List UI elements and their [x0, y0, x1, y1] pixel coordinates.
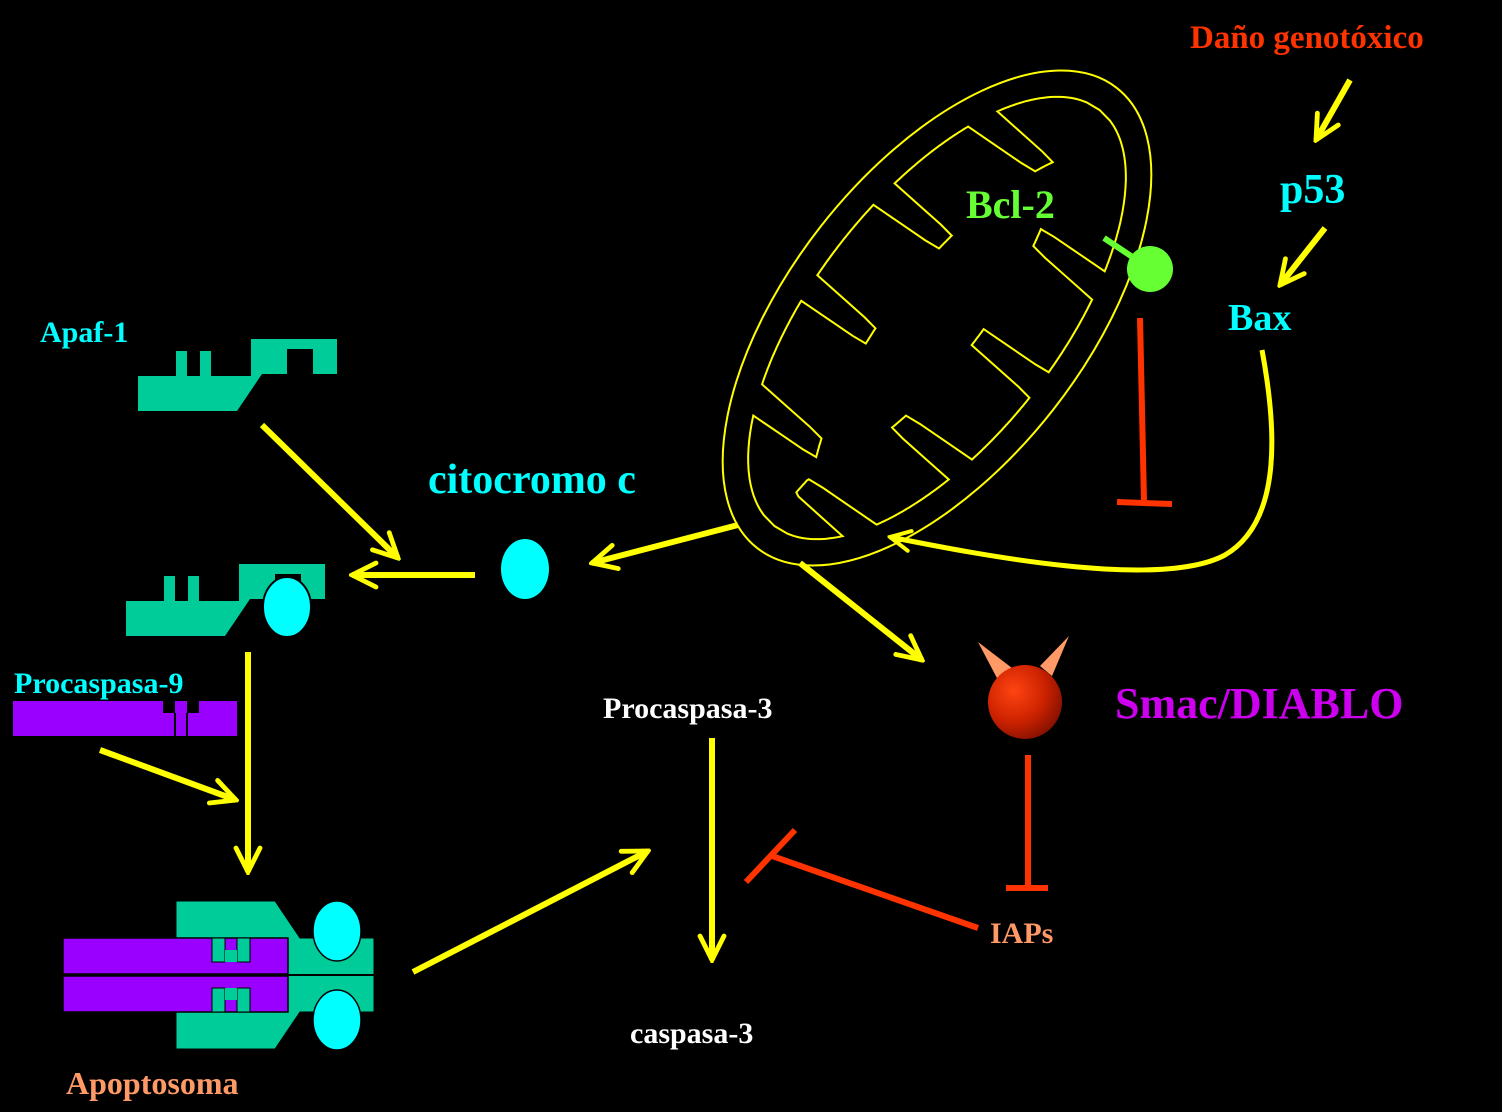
arrow-apoptosome-to-caspase3 — [411, 848, 648, 975]
apoptosome-cytochrome-bottom — [312, 989, 362, 1051]
inhibition-smac-to-iaps — [1006, 755, 1048, 891]
apoptosome-cytochrome-top — [312, 900, 362, 962]
label-citocromo-c: citocromo c — [428, 457, 636, 503]
label-bcl2: Bcl-2 — [966, 182, 1055, 227]
label-smac-diablo: Smac/DIABLO — [1115, 679, 1403, 728]
smac-diablo-protein — [978, 636, 1069, 739]
label-apaf1: Apaf-1 — [40, 316, 128, 349]
arrow-p53-to-bax — [1280, 226, 1328, 285]
label-dano-genotoxico: Daño genotóxico — [1190, 20, 1424, 56]
procaspase9-shape — [13, 701, 237, 736]
arrow-mitochondrion-to-smac — [798, 560, 922, 660]
arrow-procaspase9-to-apoptosome — [98, 747, 236, 800]
label-p53: p53 — [1280, 167, 1345, 213]
mitochondrion-outer-membrane — [721, 69, 1153, 567]
label-bax: Bax — [1228, 297, 1291, 339]
arrow-apaf1-to-complex — [259, 422, 398, 558]
cytochrome-c — [501, 539, 549, 599]
label-procaspasa3: Procaspasa-3 — [603, 692, 772, 725]
arrow-bax-to-mitochondrion — [890, 349, 1275, 573]
bcl2-protein — [1127, 246, 1173, 292]
apaf1-shape — [138, 339, 337, 411]
bcl2-anchor — [1102, 235, 1136, 261]
bound-cytochrome-c — [262, 576, 312, 638]
arrow-dano-to-p53 — [1316, 78, 1353, 140]
mitochondrion-inner-membrane — [747, 95, 1127, 541]
apoptosome-shape — [62, 900, 375, 1051]
apaf1-cytochrome-complex — [126, 564, 325, 638]
label-caspasa3: caspasa-3 — [630, 1017, 753, 1050]
arrow-mitochondrion-to-cytochrome — [592, 522, 739, 563]
mitochondrion — [721, 69, 1153, 567]
label-apoptosoma: Apoptosoma — [66, 1065, 238, 1101]
label-procaspasa9: Procaspasa-9 — [14, 667, 183, 700]
label-iaps: IAPs — [990, 917, 1053, 950]
inhibition-iaps-to-caspase3 — [743, 827, 979, 931]
inhibition-bcl2-to-mitochondrion — [1116, 317, 1173, 507]
